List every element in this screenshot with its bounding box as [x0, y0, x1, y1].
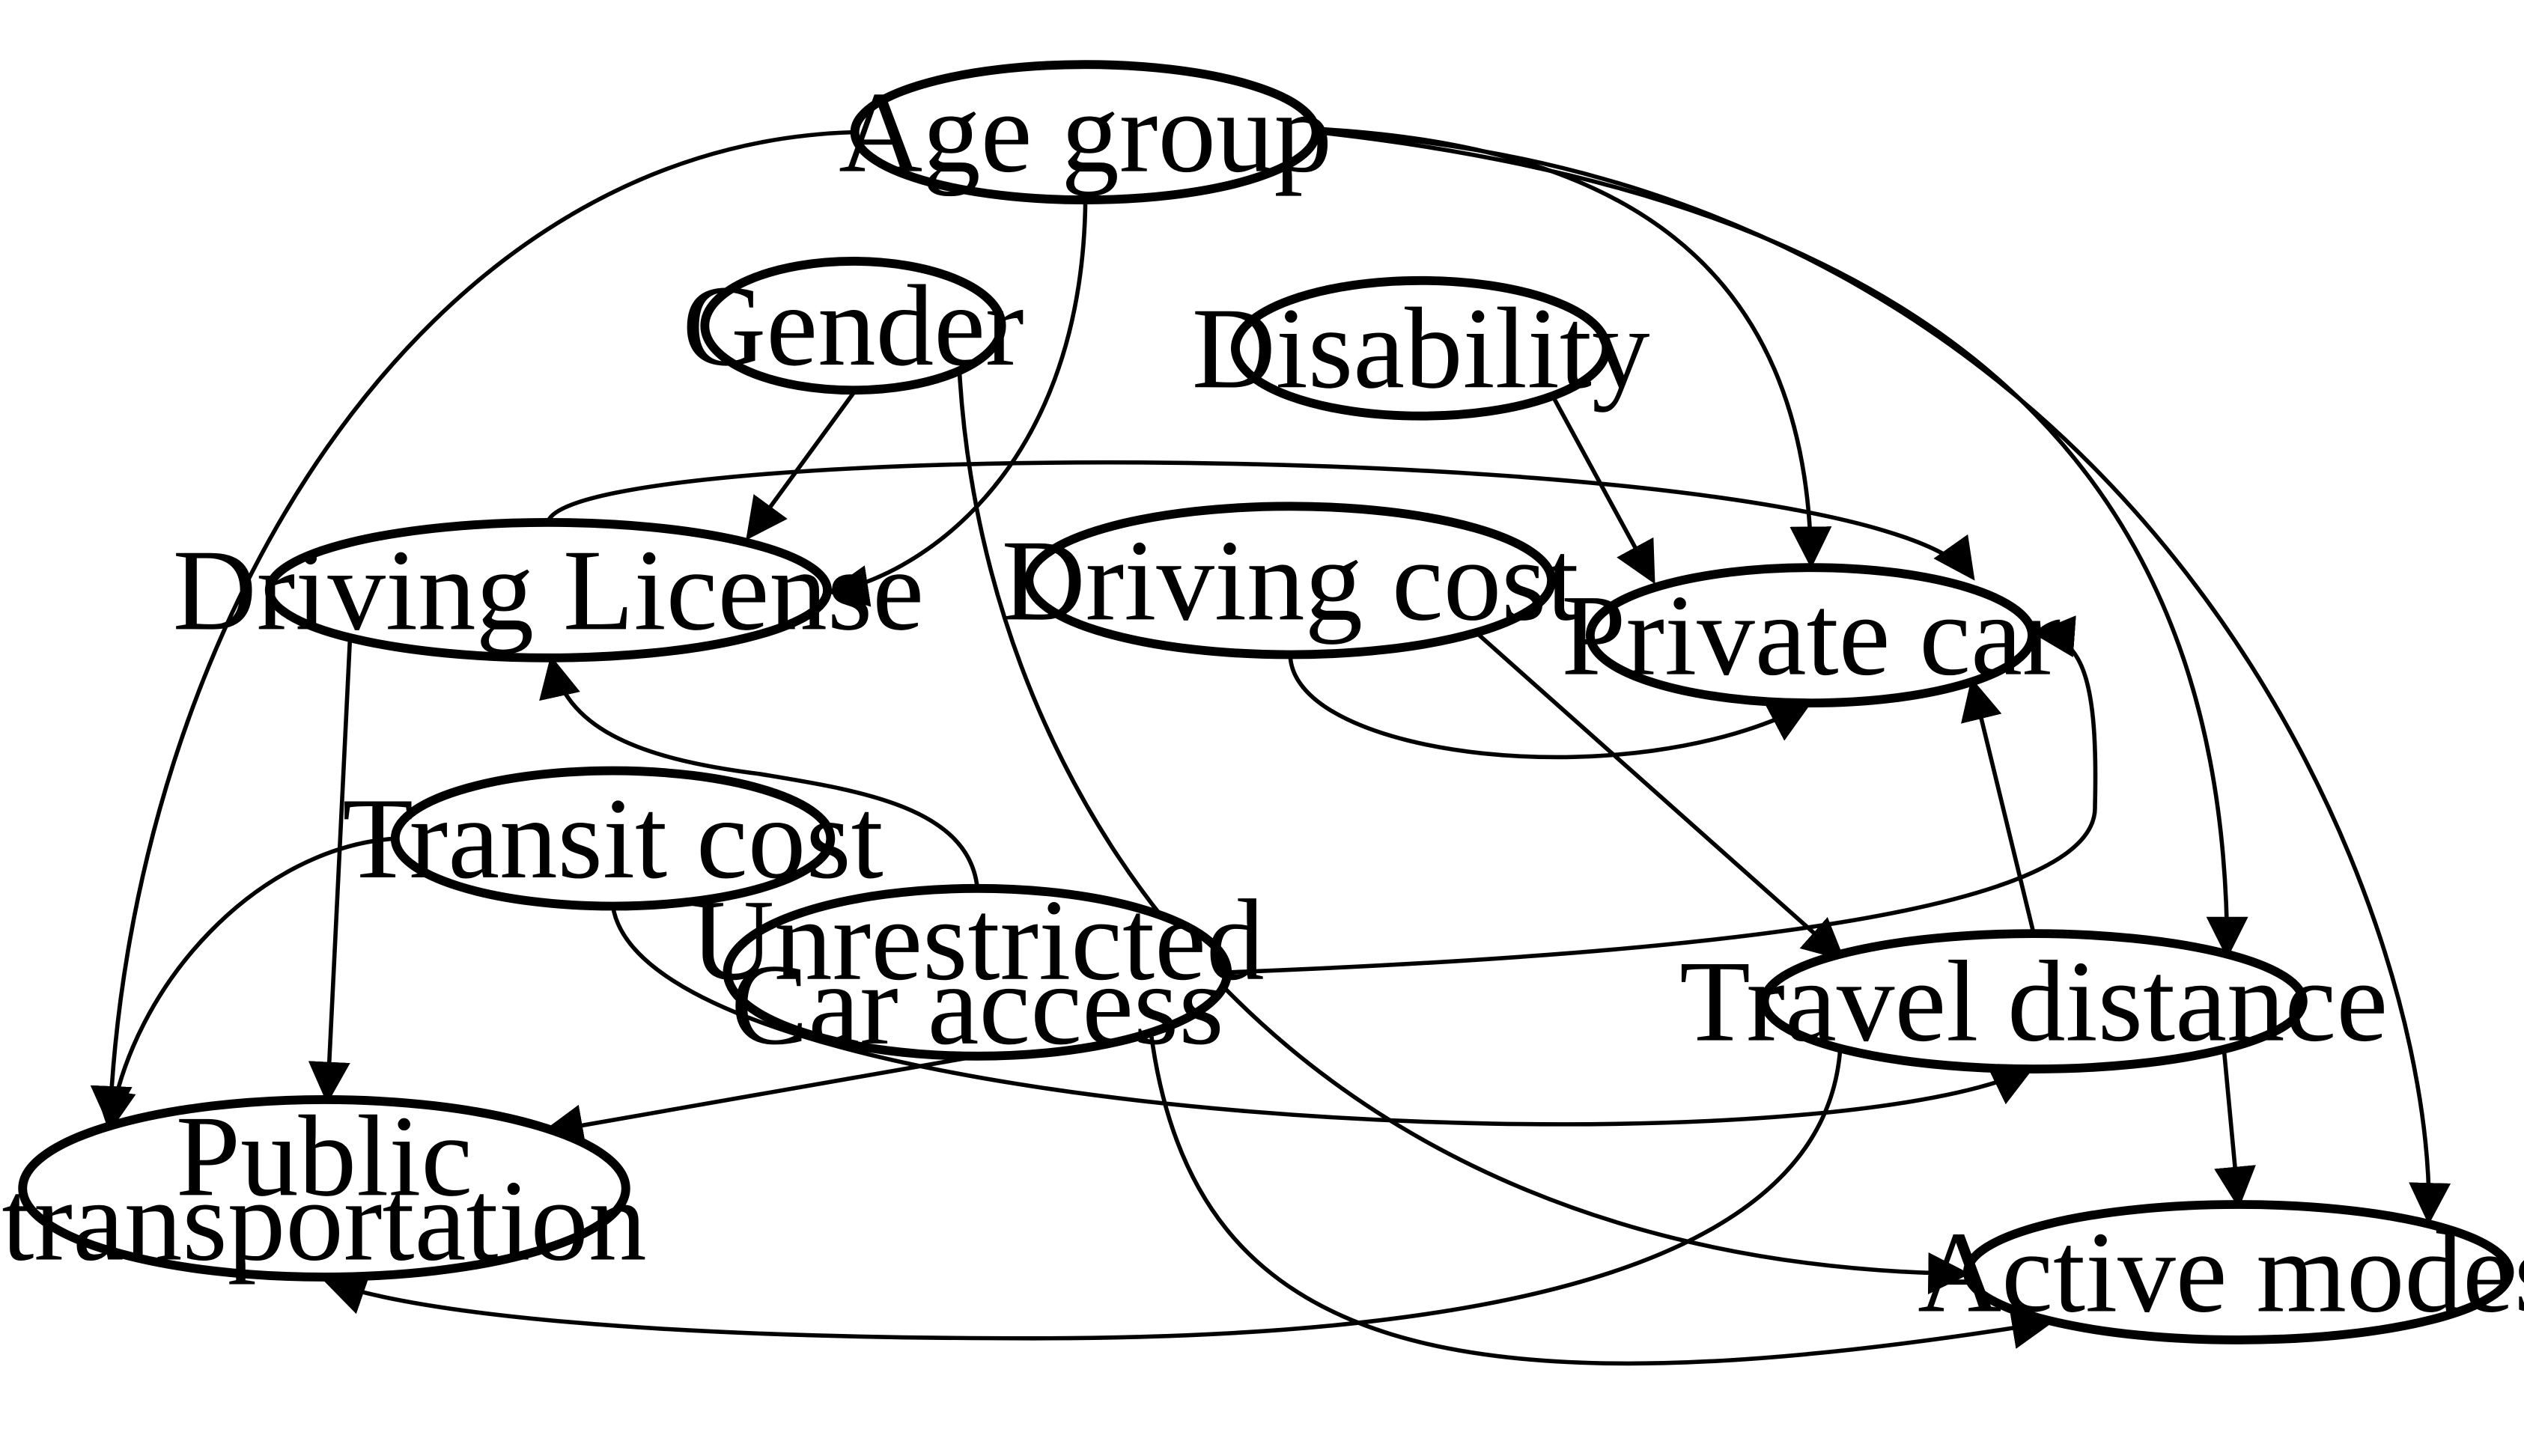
node-label: Car access [731, 940, 1224, 1069]
edge-caraccess-to-privatecar [1229, 615, 2098, 975]
node-label: Age group [839, 68, 1332, 197]
node-ellipse [850, 60, 1321, 205]
node-ellipse [18, 1095, 630, 1282]
node-label: Public [176, 1091, 472, 1220]
node-distance: Travel distance [1679, 929, 2388, 1073]
node-privatecar: Private car [1561, 563, 2061, 708]
edge-age-to-public [90, 130, 854, 1128]
edge-drivecost-to-distance [1474, 630, 1846, 961]
node-label: Travel distance [1679, 937, 2388, 1066]
node-label: Unrestricted [690, 876, 1264, 1005]
edge-transitcost-to-distance [610, 906, 2034, 1127]
node-ellipse [1760, 929, 2308, 1073]
edge-caraccess-to-license [539, 655, 980, 889]
node-ellipse [1585, 563, 2037, 708]
node-license: Driving License [173, 517, 924, 662]
edge-license-to-public [308, 638, 353, 1104]
node-gender: Gender [682, 257, 1024, 395]
edge-gender-to-active [957, 374, 1971, 1294]
node-ellipse [264, 517, 832, 662]
node-transitcost: Transit cost [342, 766, 884, 911]
edge-distance-to-privatecar [1961, 677, 2036, 934]
node-age: Age group [839, 60, 1332, 205]
edge-gender-to-license [746, 392, 855, 540]
node-label: Private car [1561, 571, 2061, 700]
edge-disability-to-privatecar [1551, 395, 1655, 585]
edge-distance-to-public [323, 1049, 1843, 1341]
node-label: Transit cost [342, 774, 883, 903]
node-label: Driving cost [1002, 516, 1579, 645]
edge-age-to-active [1317, 130, 2451, 1225]
edge-caraccess-to-public [541, 1054, 978, 1146]
node-label: Active modes [1918, 1207, 2524, 1336]
edge-age-to-license [826, 200, 1088, 607]
node-label: transportation [1, 1157, 646, 1285]
edge-transitcost-to-public [94, 836, 398, 1133]
edge-drivecost-to-privatecar [1288, 654, 1812, 760]
node-ellipse [1231, 275, 1611, 421]
node-ellipse [700, 257, 1006, 395]
node-disability: Disability [1192, 275, 1650, 421]
node-label: Driving License [173, 526, 924, 654]
edge-license-to-privatecar [546, 460, 1975, 581]
node-active: Active modes [1918, 1200, 2524, 1344]
node-ellipse [390, 766, 836, 911]
node-ellipse [1024, 502, 1557, 660]
node-drivecost: Driving cost [1002, 502, 1579, 660]
node-ellipse [723, 883, 1232, 1061]
edge-caraccess-to-active [1149, 1036, 2055, 1366]
node-label: Gender [682, 261, 1024, 390]
node-label: Disability [1192, 284, 1650, 412]
node-ellipse [1962, 1200, 2514, 1344]
edge-distance-to-active [2214, 1049, 2256, 1209]
